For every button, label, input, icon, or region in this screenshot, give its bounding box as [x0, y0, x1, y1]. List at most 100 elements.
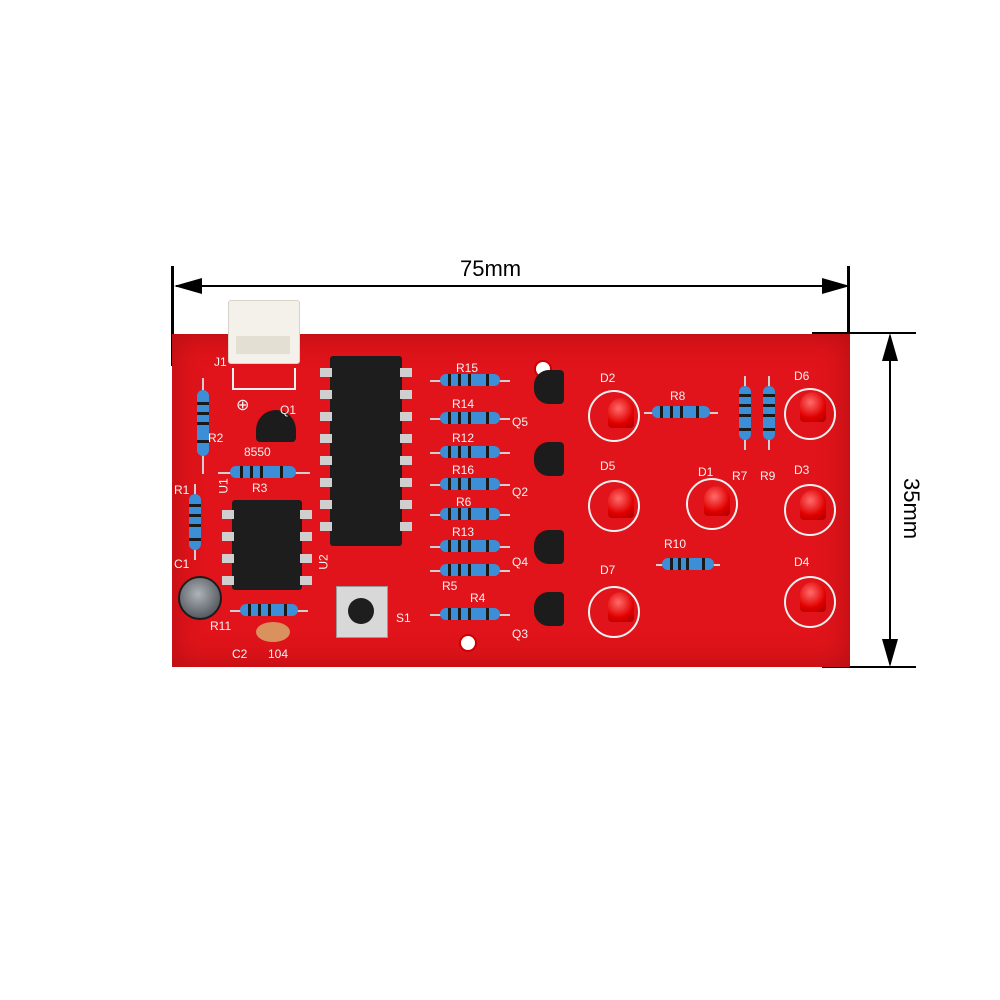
polarity-mark: ⊕: [236, 397, 250, 414]
ic-pin: [400, 368, 412, 377]
width-dimension-line: [176, 285, 845, 287]
label-r14: R14: [452, 397, 475, 411]
height-extension-bottom: [822, 666, 916, 668]
resistor-r12: [440, 446, 500, 458]
pcb-board: J1 ⊕ R2 Q1 8550 R3 R1 C1 U1: [172, 300, 850, 667]
label-r5: R5: [442, 579, 458, 593]
led-d3: [800, 490, 826, 520]
label-r9: R9: [760, 469, 776, 483]
label-r3: R3: [252, 481, 268, 495]
transistor-q4: [534, 530, 564, 564]
label-c2: C2: [232, 647, 248, 661]
connector-outline: [232, 368, 296, 390]
label-d7: D7: [600, 563, 616, 577]
label-q4: Q4: [512, 555, 529, 569]
label-d5: D5: [600, 459, 616, 473]
label-d3: D3: [794, 463, 810, 477]
label-q2: Q2: [512, 485, 529, 499]
ic-pin: [222, 554, 234, 563]
ic-pin: [320, 390, 332, 399]
height-extension-top: [812, 332, 916, 334]
resistor-r8: [652, 406, 710, 418]
ic-pin: [400, 478, 412, 487]
led-d5: [608, 488, 634, 518]
mounting-hole: [459, 634, 477, 652]
ic-pin: [320, 368, 332, 377]
ic-pin: [320, 412, 332, 421]
switch-s1-cap: [348, 598, 374, 624]
led-outline: [588, 480, 640, 532]
ic-u1: [232, 500, 302, 590]
label-j1: J1: [214, 355, 227, 369]
led-outline: [784, 576, 836, 628]
led-outline: [784, 484, 836, 536]
label-q3: Q3: [512, 627, 529, 641]
transistor-q5: [534, 370, 564, 404]
resistor-r16: [440, 478, 500, 490]
led-d4: [800, 582, 826, 612]
led-outline: [588, 390, 640, 442]
label-r15: R15: [456, 361, 479, 375]
width-extension-right: [847, 266, 850, 366]
label-c1: C1: [174, 557, 190, 571]
height-label: 35mm: [899, 478, 924, 540]
connector-j1: [228, 300, 300, 364]
resistor-r7: [739, 386, 751, 440]
ic-pin: [222, 532, 234, 541]
label-r12: R12: [452, 431, 475, 445]
label-r4: R4: [470, 591, 486, 605]
resistor-r11: [240, 604, 298, 616]
transistor-q1: [256, 410, 296, 442]
ic-pin: [300, 510, 312, 519]
height-dimension-line: [889, 336, 891, 664]
width-extension-left: [171, 266, 174, 366]
ic-pin: [400, 522, 412, 531]
label-s1: S1: [396, 611, 411, 625]
ic-pin: [222, 510, 234, 519]
led-outline: [588, 586, 640, 638]
label-r13: R13: [452, 525, 475, 539]
label-d1: D1: [698, 465, 714, 479]
ic-pin: [400, 500, 412, 509]
transistor-q2: [534, 442, 564, 476]
resistor-r14: [440, 412, 500, 424]
led-d2: [608, 398, 634, 428]
label-c2-value: 104: [268, 647, 289, 661]
resistor-r13: [440, 540, 500, 552]
resistor-r9: [763, 386, 775, 440]
width-arrow-heads: [174, 278, 850, 294]
ic-pin: [400, 412, 412, 421]
led-d7: [608, 592, 634, 622]
led-d6: [800, 392, 826, 422]
capacitor-c1: [178, 576, 222, 620]
label-r11: R11: [210, 619, 232, 633]
resistor-r3: [230, 466, 296, 478]
ic-pin: [400, 390, 412, 399]
ic-pin: [320, 434, 332, 443]
resistor-r1: [189, 494, 201, 550]
led-d1: [704, 486, 730, 516]
resistor-r10: [662, 558, 714, 570]
label-d4: D4: [794, 555, 810, 569]
ic-pin: [300, 554, 312, 563]
label-r7: R7: [732, 469, 748, 483]
label-q1: Q1: [280, 403, 297, 417]
width-label: 75mm: [460, 256, 522, 281]
transistor-q3: [534, 592, 564, 626]
height-arrow-heads: [882, 333, 898, 667]
resistor-r2: [197, 390, 209, 456]
label-r10: R10: [664, 537, 687, 551]
label-r6: R6: [456, 495, 472, 509]
ic-pin: [320, 456, 332, 465]
ic-pin: [300, 532, 312, 541]
ic-pin: [320, 478, 332, 487]
ic-u2: [330, 356, 402, 546]
label-d6: D6: [794, 369, 810, 383]
label-u2: U2: [316, 554, 331, 570]
led-outline: [686, 478, 738, 530]
ic-pin: [222, 576, 234, 585]
resistor-r5: [440, 564, 500, 576]
label-r1: R1: [174, 483, 190, 497]
resistor-r6: [440, 508, 500, 520]
